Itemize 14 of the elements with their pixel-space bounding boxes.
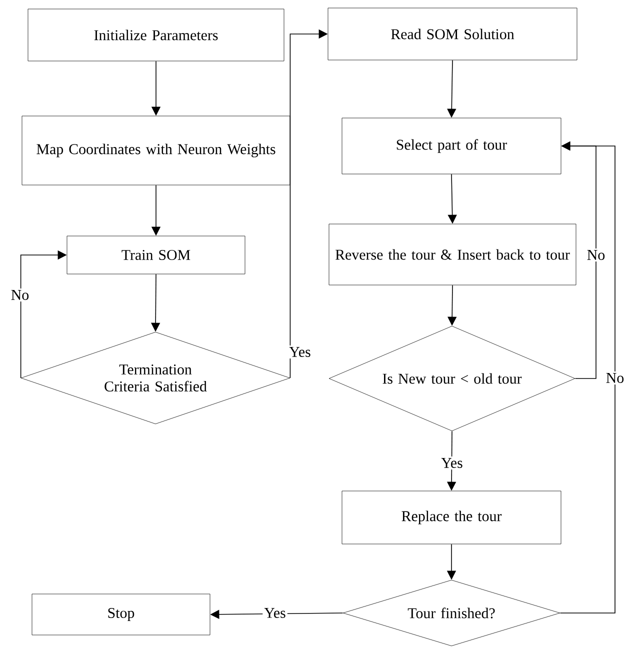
process-box: Replace the tour [342, 490, 562, 544]
process-box: Reverse the tour & Insert back to tour [328, 224, 576, 286]
process-box: Stop [32, 594, 210, 636]
process-box: Select part of tour [342, 118, 562, 174]
edge-label: No [604, 372, 626, 384]
edge-label: Yes [440, 456, 464, 470]
edge-label: No [585, 248, 607, 262]
process-box: Map Coordinates with Neuron Weights [22, 116, 290, 186]
process-box: Initialize Parameters [28, 8, 284, 62]
edge-label: Yes [262, 606, 288, 620]
process-box: Read SOM Solution [328, 8, 578, 60]
edge-label: No [9, 288, 31, 302]
process-box: Train SOM [66, 236, 246, 274]
edge-label: Yes [288, 346, 312, 358]
